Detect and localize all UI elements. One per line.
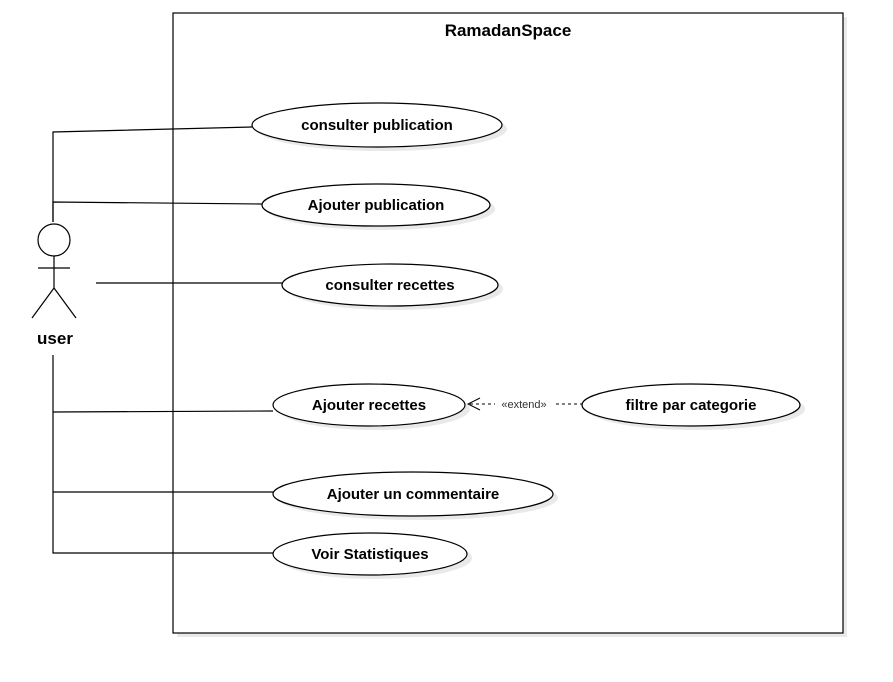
- actor-head: [37, 223, 71, 257]
- use-case-ellipse: [272, 532, 468, 576]
- system-title: RamadanSpace: [445, 21, 572, 40]
- use-case-label: filtre par categorie: [626, 397, 757, 414]
- use-case-label: Voir Statistiques: [311, 546, 428, 563]
- association-ajouter-publication: [52, 201, 263, 222]
- use-case-ellipse: [261, 183, 491, 227]
- extend-relation: «extend»: [466, 397, 582, 411]
- use-case-voir-statistiques[interactable]: Voir Statistiques: [272, 532, 472, 579]
- actor-left-leg: [31, 287, 55, 319]
- association-voir-statistiques: [52, 492, 273, 554]
- use-case-ajouter-commentaire[interactable]: Ajouter un commentaire: [272, 471, 558, 520]
- actor-label: user: [37, 329, 73, 348]
- use-case-label: Ajouter un commentaire: [327, 486, 500, 503]
- actor-user[interactable]: user: [31, 223, 77, 348]
- associations: [52, 126, 283, 554]
- actor-right-leg: [53, 287, 77, 319]
- extend-label: «extend»: [501, 399, 546, 411]
- use-case-ellipse: [251, 102, 503, 148]
- system-boundary: [172, 12, 844, 634]
- use-case-ajouter-publication[interactable]: Ajouter publication: [261, 183, 495, 230]
- use-case-ellipse: [581, 383, 801, 427]
- use-case-ellipse: [272, 471, 554, 517]
- use-case-filtre-par-categorie[interactable]: filtre par categorie: [581, 383, 805, 430]
- extend-arrowhead: [466, 397, 481, 411]
- use-case-label: Ajouter publication: [308, 197, 445, 214]
- use-case-label: consulter publication: [301, 117, 453, 134]
- use-case-ajouter-recettes[interactable]: Ajouter recettes: [272, 383, 470, 430]
- use-case-label: consulter recettes: [325, 277, 454, 294]
- use-case-ellipse: [281, 263, 499, 307]
- use-case-label: Ajouter recettes: [312, 397, 426, 414]
- use-case-ellipse: [272, 383, 466, 427]
- use-case-consulter-recettes[interactable]: consulter recettes: [281, 263, 503, 310]
- association-consulter-publication: [52, 126, 253, 222]
- use-case-consulter-publication[interactable]: consulter publication: [251, 102, 507, 151]
